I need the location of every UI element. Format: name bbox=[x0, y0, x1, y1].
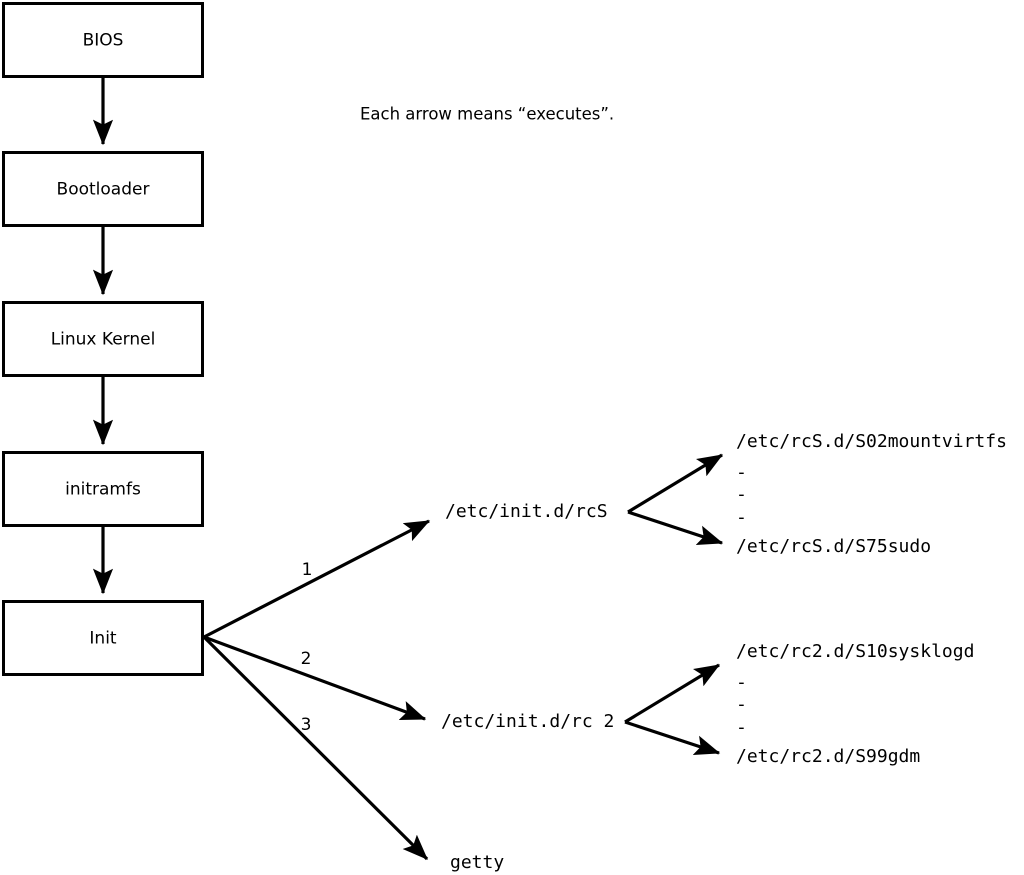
rc2-script-last[interactable]: /etc/rc2.d/S99gdm bbox=[736, 746, 920, 767]
box-initramfs[interactable]: initramfs bbox=[2, 451, 204, 527]
rcs-ellipsis-dash-2: - bbox=[736, 484, 747, 505]
arrow-init-branch-1 bbox=[203, 519, 431, 639]
rcs-fan-group: /etc/rcS.d/S02mountvirtfs - - - /etc/rcS… bbox=[627, 431, 1007, 557]
arrow-rcs-to-first bbox=[627, 453, 724, 514]
init-branch-numbers: 1 2 3 bbox=[301, 560, 313, 735]
arrow-init-branch-2 bbox=[203, 635, 427, 721]
box-init[interactable]: Init bbox=[2, 600, 204, 676]
arrow-rc2-to-first bbox=[624, 663, 721, 724]
rcs-script-last[interactable]: /etc/rcS.d/S75sudo bbox=[736, 536, 931, 557]
arrow-rcs-to-last bbox=[627, 510, 724, 545]
rc2-script-first[interactable]: /etc/rc2.d/S10sysklogd bbox=[736, 641, 974, 662]
branch-number-1: 1 bbox=[302, 560, 313, 580]
box-linux-kernel-label: Linux Kernel bbox=[51, 330, 156, 350]
box-bios-label: BIOS bbox=[83, 31, 124, 51]
rc2-ellipsis-dash-1: - bbox=[736, 672, 747, 693]
boot-chain-group: BIOS Bootloader Linux Kernel initramfs I… bbox=[2, 2, 204, 676]
rcs-ellipsis-dash-1: - bbox=[736, 462, 747, 483]
rcs-script-first[interactable]: /etc/rcS.d/S02mountvirtfs bbox=[736, 431, 1007, 452]
branch-number-3: 3 bbox=[301, 715, 312, 735]
init-branch-targets: /etc/init.d/rcS /etc/init.d/rc 2 getty bbox=[441, 501, 614, 873]
legend-note: Each arrow means “executes”. bbox=[360, 105, 614, 124]
rc2-ellipsis-dash-2: - bbox=[736, 694, 747, 715]
arrow-rc2-to-last bbox=[624, 720, 721, 755]
branch-target-rcs[interactable]: /etc/init.d/rcS bbox=[445, 501, 608, 522]
rcs-ellipsis-dash-3: - bbox=[736, 507, 747, 528]
rc2-fan-group: /etc/rc2.d/S10sysklogd - - - /etc/rc2.d/… bbox=[624, 641, 974, 767]
box-linux-kernel[interactable]: Linux Kernel bbox=[2, 301, 204, 377]
rc2-ellipsis-dash-3: - bbox=[736, 717, 747, 738]
branch-target-getty[interactable]: getty bbox=[450, 852, 504, 873]
init-branch-arrows bbox=[202, 519, 431, 861]
branch-target-rc2[interactable]: /etc/init.d/rc 2 bbox=[441, 711, 614, 732]
box-bootloader-label: Bootloader bbox=[57, 180, 150, 200]
box-bootloader[interactable]: Bootloader bbox=[2, 151, 204, 227]
branch-number-2: 2 bbox=[301, 649, 312, 669]
box-initramfs-label: initramfs bbox=[65, 480, 141, 500]
box-init-label: Init bbox=[89, 629, 117, 649]
box-bios[interactable]: BIOS bbox=[2, 2, 204, 78]
arrow-init-branch-3 bbox=[202, 635, 429, 861]
